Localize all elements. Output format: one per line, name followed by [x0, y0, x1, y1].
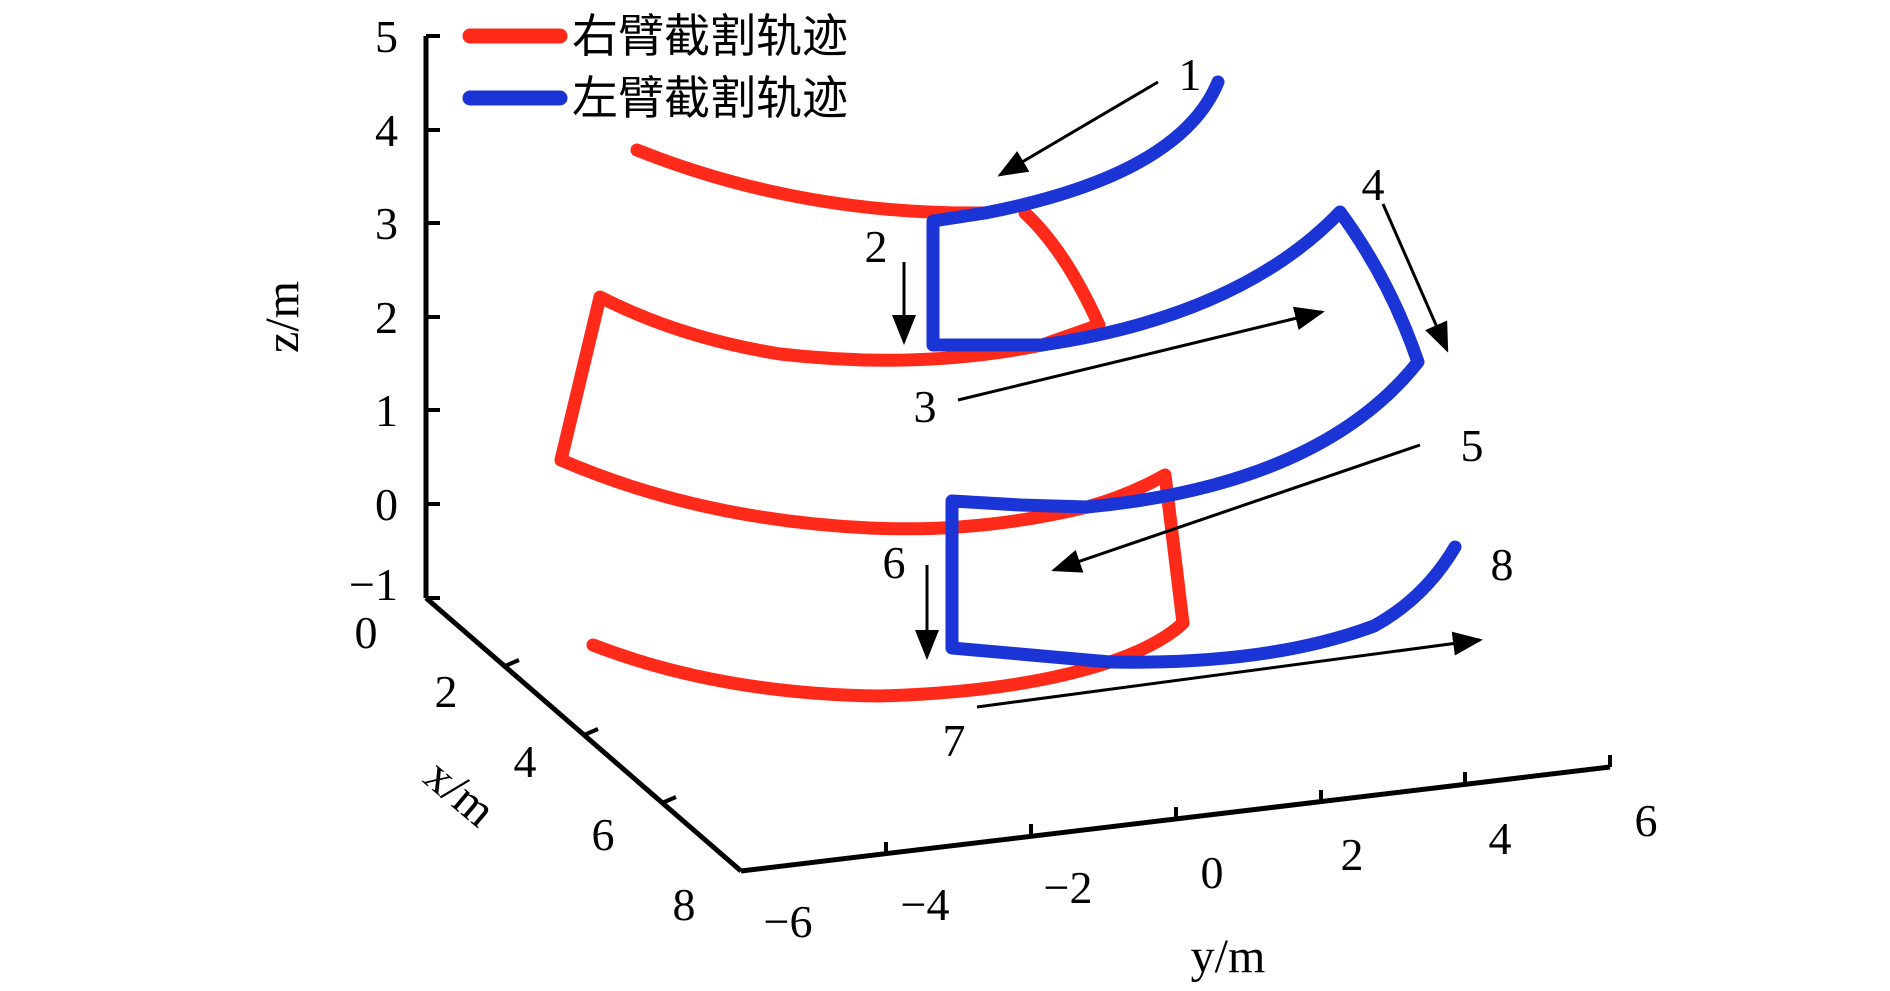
left-arm-segment-2 [926, 206, 1049, 352]
x-tick-6 [661, 795, 677, 805]
x-tick-labels: 0 2 4 6 8 [355, 607, 696, 930]
x-tick-label: 8 [673, 879, 696, 930]
marker-3: 3 [914, 381, 937, 432]
legend: 右臂截割轨迹 左臂截割轨迹 [462, 11, 848, 124]
right-arm-segment-4 [554, 453, 1094, 536]
x-tick-4 [583, 727, 599, 737]
z-tick-label: 1 [375, 385, 398, 436]
y-tick-label: 0 [1201, 847, 1224, 898]
y-axis-title: y/m [1191, 930, 1266, 983]
arrow-7 [976, 631, 1483, 709]
y-tick-label: −2 [1044, 862, 1093, 913]
z-tick-label: 5 [375, 11, 398, 62]
marker-7: 7 [943, 715, 966, 766]
left-arm-segment-3 [1035, 205, 1425, 514]
legend-label-left-arm: 左臂截割轨迹 [572, 73, 848, 124]
right-arm-segment-3 [554, 290, 1049, 467]
y-tick-label: −4 [901, 879, 950, 930]
legend-item-left-arm: 左臂截割轨迹 [462, 73, 848, 124]
z-tick-labels: 5 4 3 2 1 0 −1 [349, 11, 398, 610]
legend-item-right-arm: 右臂截割轨迹 [462, 11, 848, 62]
x-tick-label: 2 [435, 666, 458, 717]
y-axis-ticks [884, 755, 1612, 854]
arrow-1 [997, 80, 1159, 177]
marker-4: 4 [1362, 159, 1385, 210]
z-axis-ticks [426, 34, 440, 600]
left-arm-segment-4 [945, 494, 1117, 669]
legend-label-right-arm: 右臂截割轨迹 [572, 11, 848, 62]
z-tick-label: −1 [349, 559, 398, 610]
sequence-markers: 1 2 3 4 5 6 7 8 [865, 49, 1514, 766]
marker-2: 2 [865, 221, 888, 272]
x-tick-label: 6 [592, 809, 615, 860]
x-axis-line [424, 596, 743, 873]
axes: 5 4 3 2 1 0 −1 0 2 4 6 8 −6 −4 −2 0 2 4 … [256, 11, 1658, 983]
x-axis-ticks [504, 658, 677, 805]
y-tick-label: −6 [764, 896, 813, 947]
arrow-5 [1051, 443, 1421, 573]
z-tick-label: 3 [375, 198, 398, 249]
marker-1: 1 [1179, 49, 1202, 100]
y-tick-labels: −6 −4 −2 0 2 4 6 [764, 795, 1658, 947]
z-axis-title: z/m [256, 281, 309, 353]
y-tick-label: 4 [1489, 813, 1512, 864]
right-arm-segment-2 [1018, 206, 1106, 352]
marker-5: 5 [1461, 420, 1484, 471]
x-tick-label: 4 [514, 736, 537, 787]
z-tick-label: 0 [375, 479, 398, 530]
x-tick-label: 0 [355, 607, 378, 658]
z-tick-label: 2 [375, 292, 398, 343]
left-arm-segment-5 [1103, 540, 1462, 669]
x-axis-title: x/m [414, 749, 505, 838]
y-tick-label: 6 [1635, 795, 1658, 846]
right-arm-segment-6 [586, 638, 1117, 703]
x-tick-2 [504, 658, 520, 668]
series-left-arm [926, 75, 1462, 669]
marker-8: 8 [1491, 539, 1514, 590]
left-arm-segment-1 [978, 75, 1225, 220]
arrow-3 [957, 306, 1325, 402]
direction-arrows [892, 80, 1483, 709]
marker-6: 6 [883, 537, 906, 588]
z-tick-label: 4 [375, 105, 398, 156]
arrow-4 [1381, 203, 1449, 353]
right-arm-segment-1 [630, 143, 992, 220]
y-tick-label: 2 [1341, 829, 1364, 880]
